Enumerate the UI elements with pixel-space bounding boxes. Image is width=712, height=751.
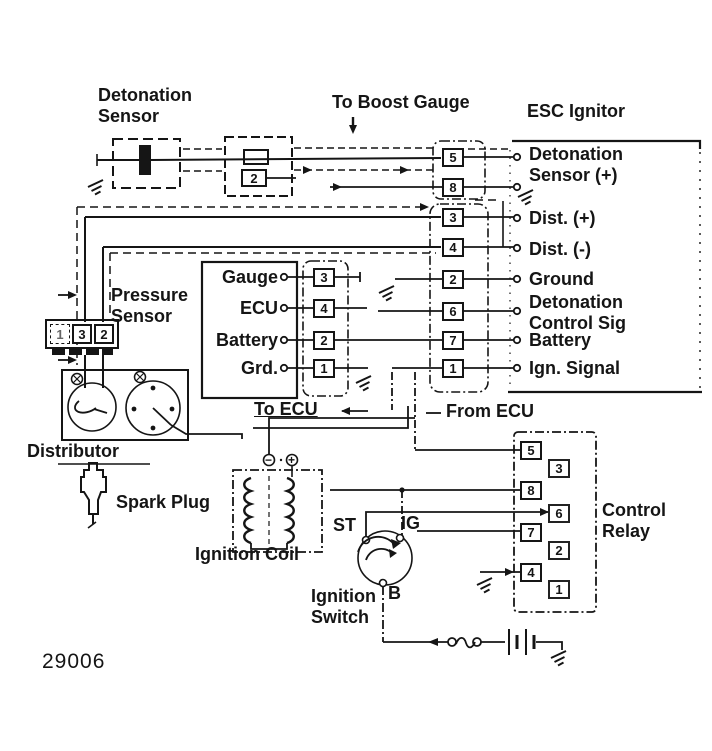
- relay-pin-4: 4: [520, 563, 542, 582]
- ignition-coil-symbol: [232, 453, 323, 553]
- figure-number: 29006: [42, 650, 106, 673]
- relay-pin-2: 2: [548, 541, 570, 560]
- relay-pin-1: 1: [548, 580, 570, 599]
- spark-plug-label: Spark Plug: [116, 492, 211, 512]
- esc-pin-8: 8: [442, 178, 464, 197]
- esc-label-detonation-sensor-plus: Detonation Sensor (+): [529, 144, 623, 186]
- pressure-pin-3: 3: [72, 324, 92, 344]
- distributor-symbol: [58, 369, 243, 465]
- to-ecu-bracket: [253, 406, 441, 429]
- relay-pin-7: 7: [520, 523, 542, 542]
- ignition-switch-label: Ignition Switch: [311, 586, 376, 628]
- ecu-connector-box: [200, 260, 368, 400]
- coil-negative-terminal-label: −: [265, 453, 273, 467]
- esc-label-detonation-control-sig: Detonation Control Sig: [529, 292, 626, 334]
- esc-pin-1: 1: [442, 359, 464, 378]
- relay-pin-6: 6: [548, 504, 570, 523]
- esc-pin-7: 7: [442, 331, 464, 350]
- to-boost-gauge-label: To Boost Gauge: [332, 92, 470, 112]
- switch-terminal-ig-label: IG: [401, 513, 421, 533]
- detonation-sensor-label: Detonation Sensor: [98, 85, 192, 127]
- esc-pin-3: 3: [442, 208, 464, 227]
- pressure-sensor-connector: [45, 319, 119, 388]
- esc-pin-5: 5: [442, 148, 464, 167]
- esc-label-ign-signal: Ign. Signal: [529, 358, 621, 378]
- esc-connector-housing: [429, 140, 489, 393]
- ecu-pin-4: 4: [313, 299, 335, 318]
- ecu-row-grd-label: Grd.: [240, 358, 278, 378]
- esc-label-dist-minus: Dist. (-): [529, 239, 591, 259]
- battery-fuse-circuit: [382, 586, 563, 655]
- detonation-sensor-symbol: [96, 138, 181, 189]
- pressure-sensor-label: Pressure Sensor: [111, 285, 189, 327]
- coil-positive-terminal-label: +: [288, 453, 296, 467]
- lower-harness: [268, 372, 549, 576]
- ground-symbol: [517, 189, 534, 206]
- detonation-connector-pin-1: [243, 149, 269, 165]
- ecu-pin-2: 2: [313, 331, 335, 350]
- ignition-switch-symbol: [357, 530, 413, 588]
- distributor-label: Distributor: [27, 441, 119, 461]
- esc-ignitor-box: [508, 139, 702, 394]
- ground-symbol: [550, 650, 567, 667]
- ground-symbol: [87, 179, 104, 196]
- pressure-pin-1: 1: [50, 324, 70, 344]
- switch-terminal-st-label: ST: [333, 515, 357, 535]
- esc-pin-4: 4: [442, 238, 464, 257]
- esc-label-battery: Battery: [529, 330, 592, 350]
- control-relay-title: Control Relay: [602, 500, 666, 542]
- ignition-coil-label: Ignition Coil: [195, 544, 299, 564]
- ground-symbol: [476, 577, 493, 594]
- switch-terminal-b-label: B: [388, 583, 401, 603]
- esc-label-dist-plus: Dist. (+): [529, 208, 596, 228]
- shielded-cable: [149, 147, 508, 174]
- to-ecu-caption: To ECU: [254, 399, 318, 419]
- esc-pin-6: 6: [442, 302, 464, 321]
- ecu-pin-3: 3: [313, 268, 335, 287]
- esc-label-ground: Ground: [529, 269, 594, 289]
- from-ecu-label: From ECU: [446, 401, 535, 421]
- boost-gauge-arrow: [349, 117, 357, 134]
- esc-pin-2: 2: [442, 270, 464, 289]
- pressure-pin-2: 2: [94, 324, 114, 344]
- relay-pin-8: 8: [520, 481, 542, 500]
- detonation-connector-housing: [224, 136, 293, 197]
- detonation-connector-pin-2: 2: [241, 169, 267, 187]
- relay-pin-3: 3: [548, 459, 570, 478]
- relay-pin-5: 5: [520, 441, 542, 460]
- ecu-pin-1: 1: [313, 359, 335, 378]
- ground-symbol: [355, 375, 372, 392]
- ecu-row-battery-label: Battery: [215, 330, 278, 350]
- esc-ignitor-title: ESC Ignitor: [527, 101, 625, 121]
- ecu-row-ecu-label: ECU: [239, 298, 278, 318]
- ecu-row-gauge-label: Gauge: [221, 267, 278, 287]
- spark-plug-symbol: [80, 462, 107, 529]
- ground-symbol: [378, 285, 395, 302]
- esc-pin-wires: [330, 152, 522, 373]
- control-relay-housing: [513, 431, 597, 613]
